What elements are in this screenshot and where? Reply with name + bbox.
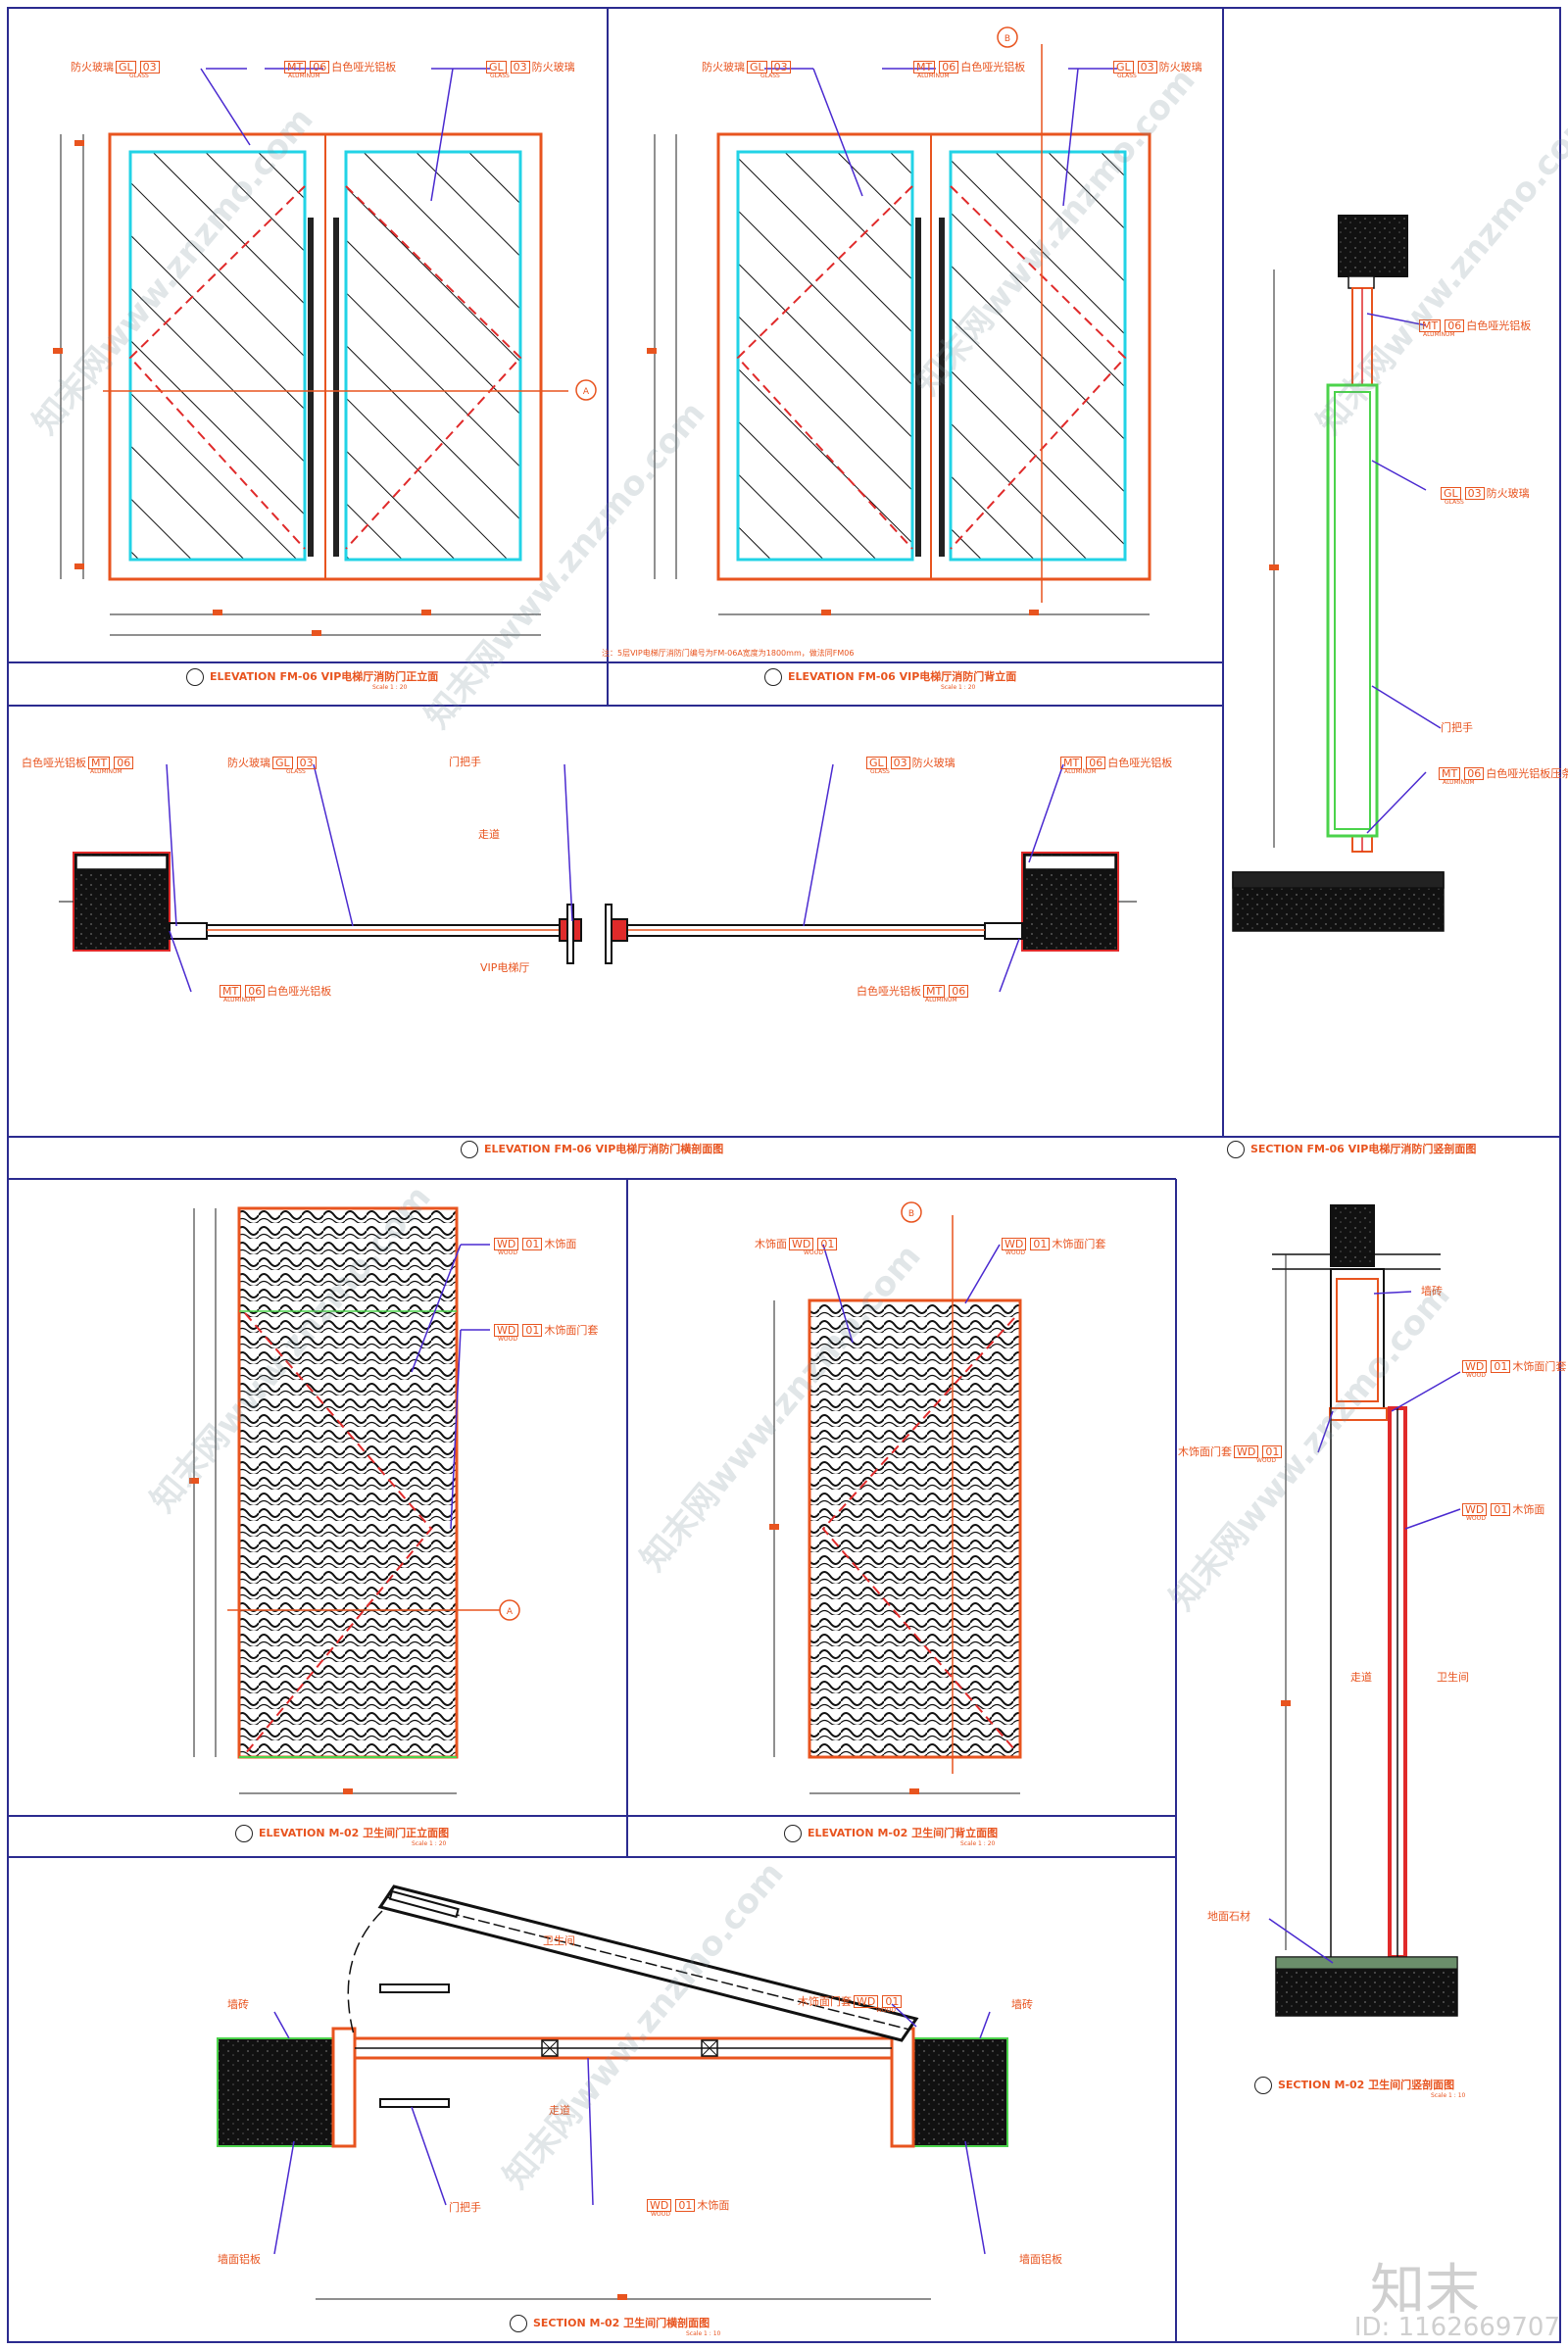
svg-text:B: B (908, 1209, 914, 1219)
svg-text:B: B (1004, 34, 1010, 44)
door-note: 注：5层VIP电梯厅消防门编号为FM-06A宽度为1800mm，做法同FM06 (602, 649, 855, 658)
label-wall-brick-3: 墙砖 (1421, 1285, 1443, 1297)
label-toilet-1: 卫生间 (543, 1934, 575, 1947)
label-wall-alu-2: 墙面铝板 (1019, 2253, 1062, 2266)
title-fm06-front: ELEVATION FM-06 VIP电梯厅消防门正立面 (186, 668, 438, 686)
scale-8: Scale 1 : 10 (1431, 2092, 1466, 2099)
title-m02-back: ELEVATION M-02 卫生间门背立面图 (784, 1825, 998, 1842)
tag-handle-1: 门把手 (449, 756, 481, 768)
fm06-plan-section (59, 763, 1137, 993)
title-fm06-back: ELEVATION FM-06 VIP电梯厅消防门背立面 (764, 668, 1016, 686)
m02-vertical-section (1268, 1204, 1461, 2017)
label-corridor-2: 走道 (549, 2104, 570, 2117)
fm06-back-elevation: B (647, 26, 1152, 615)
sheet-frame (7, 7, 1561, 2343)
title-m02-front: ELEVATION M-02 卫生间门正立面图 (235, 1825, 449, 1842)
scale-1: Scale 1 : 20 (372, 684, 408, 691)
svg-text:A: A (507, 1607, 514, 1617)
title-fm06-plan: ELEVATION FM-06 VIP电梯厅消防门横剖面图 (461, 1141, 723, 1158)
label-vip-hall: VIP电梯厅 (480, 961, 530, 974)
m02-back-elevation: B (769, 1201, 1022, 1794)
site-logo: 知末 (1370, 2259, 1480, 2323)
label-wall-brick-1: 墙砖 (227, 1998, 249, 2011)
label-corridor-3: 走道 (1350, 1671, 1372, 1684)
label-floor-stone: 地面石材 (1207, 1910, 1250, 1923)
title-m02-vsection: SECTION M-02 卫生间门竖剖面图 (1254, 2077, 1454, 2094)
title-fm06-vsection: SECTION FM-06 VIP电梯厅消防门竖剖面图 (1227, 1141, 1476, 1158)
scale-2: Scale 1 : 20 (941, 684, 976, 691)
svg-text:A: A (583, 387, 590, 397)
label-wall-brick-2: 墙砖 (1011, 1998, 1033, 2011)
scale-7: Scale 1 : 10 (686, 2330, 721, 2337)
fm06-front-elevation: A (53, 68, 597, 636)
label-toilet-2: 卫生间 (1437, 1671, 1469, 1684)
m02-plan-section (217, 1885, 1008, 2300)
scale-5: Scale 1 : 20 (412, 1840, 447, 1847)
image-id: ID: 1162669707 (1353, 2313, 1560, 2342)
m02-front-elevation: A (189, 1206, 520, 1794)
title-m02-plan: SECTION M-02 卫生间门横剖面图 (510, 2315, 710, 2332)
label-wall-alu-1: 墙面铝板 (218, 2253, 261, 2266)
label-corridor-1: 走道 (478, 828, 500, 841)
scale-6: Scale 1 : 20 (960, 1840, 996, 1847)
tag-handle-2: 门把手 (1441, 721, 1473, 734)
tag-handle-3: 门把手 (449, 2201, 481, 2214)
fm06-vertical-section (1232, 215, 1445, 932)
